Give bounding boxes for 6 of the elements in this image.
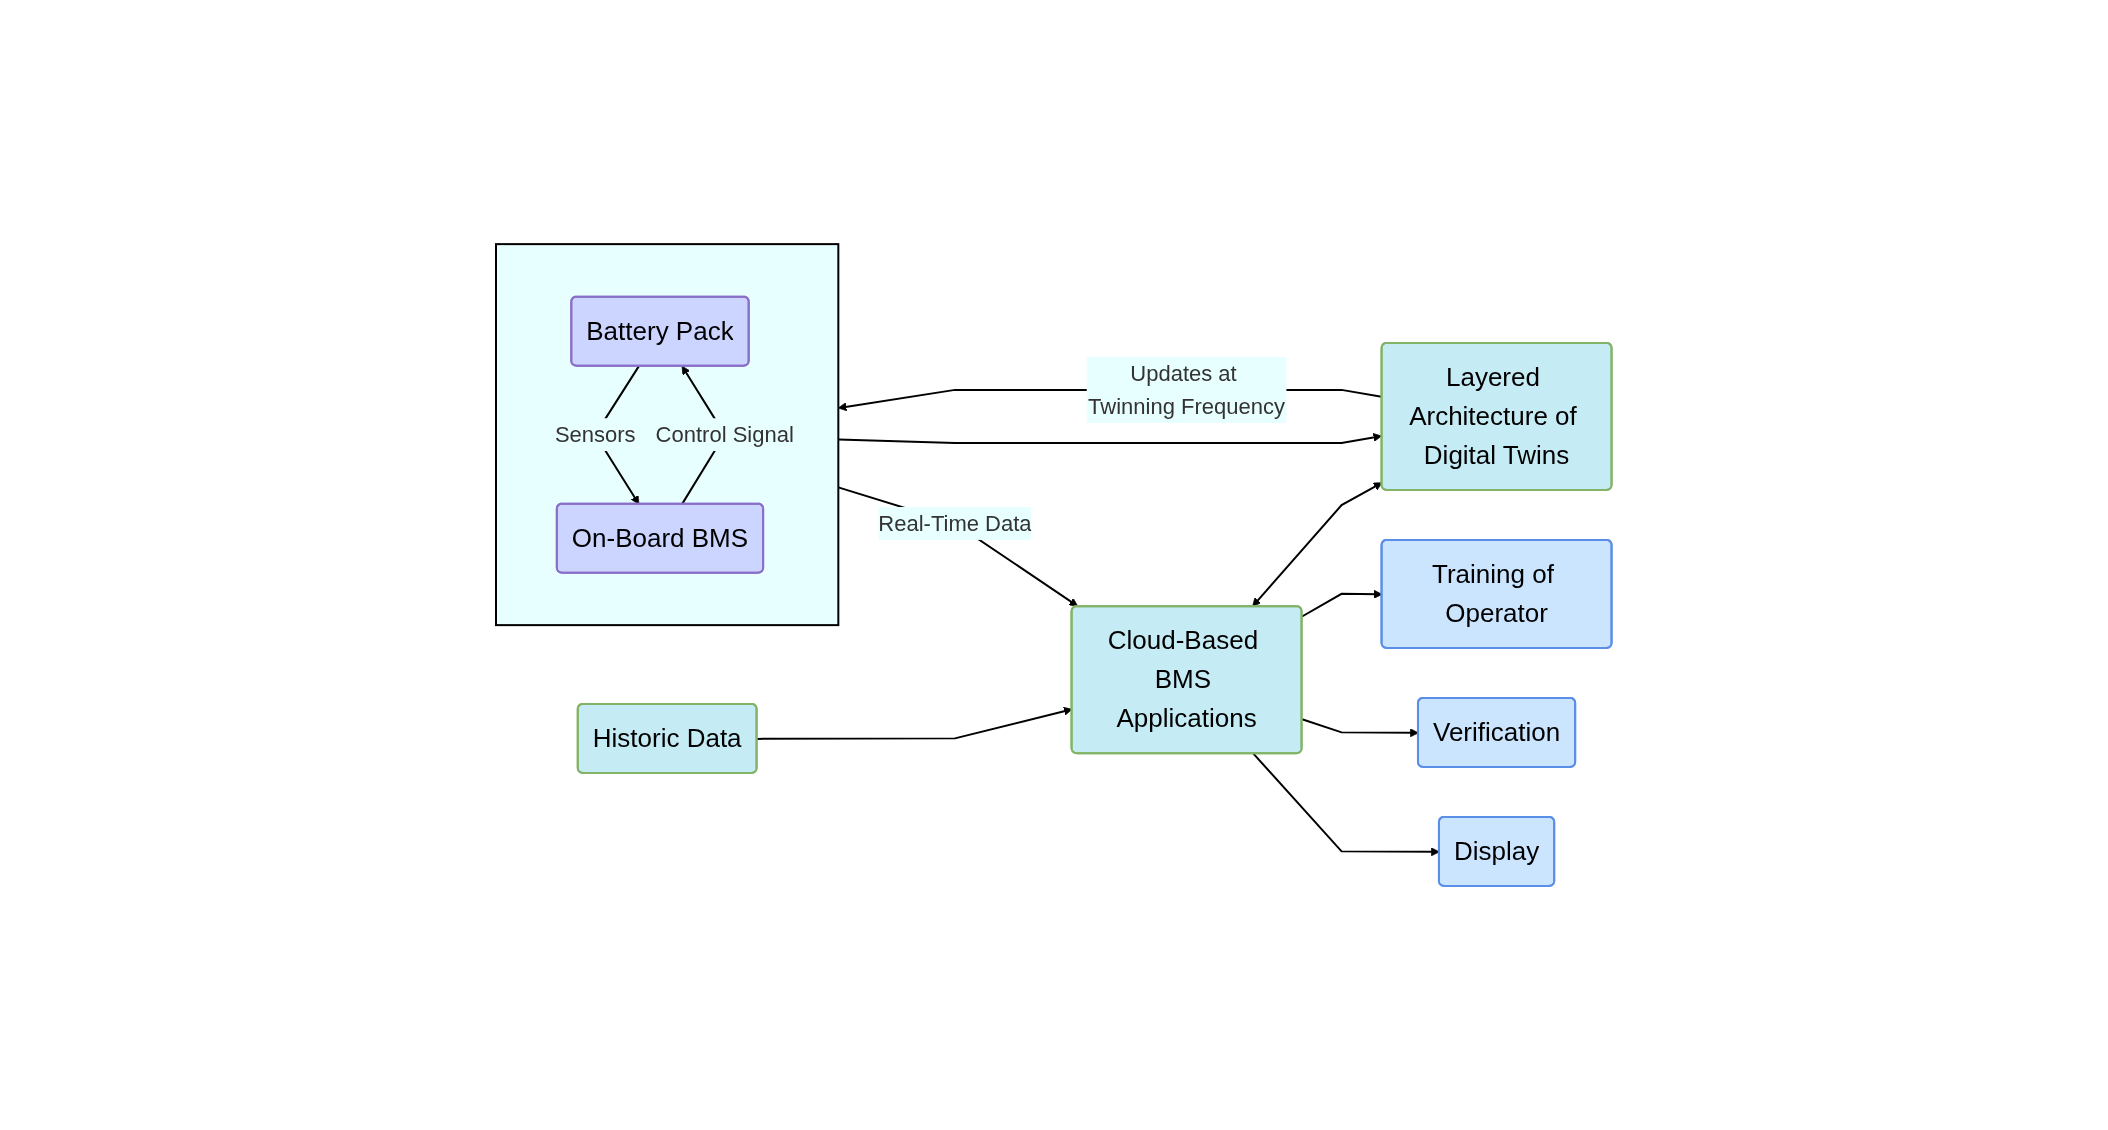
cluster — [495, 243, 840, 627]
edge-label: Updates at Twinning Frequency — [1088, 360, 1286, 419]
arrow — [1252, 482, 1383, 607]
edge-label: Control Signal — [655, 422, 795, 448]
edge-label: Real-Time Data — [878, 510, 1032, 536]
edge-label: Sensors — [555, 422, 636, 448]
